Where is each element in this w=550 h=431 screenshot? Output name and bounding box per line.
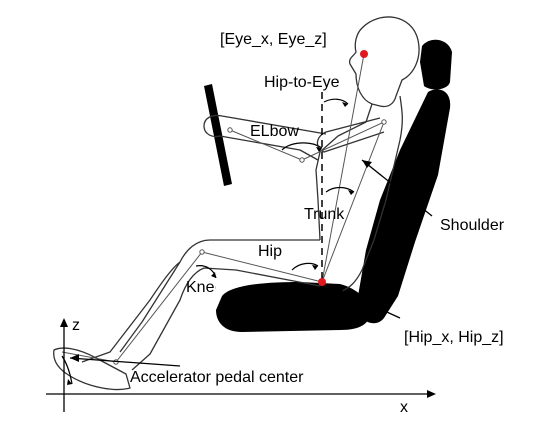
steering-wheel <box>204 84 232 186</box>
eye-point-marker <box>360 50 368 58</box>
axis-arrowheads <box>60 318 436 398</box>
eye-coordinate-label: [Eye_x, Eye_z] <box>220 31 327 48</box>
angle-arcs <box>61 98 355 385</box>
trunk-label: Trunk <box>304 206 345 223</box>
hip-coordinate-label: [Hip_x, Hip_z] <box>404 329 504 346</box>
leader-arrowheads <box>70 160 372 362</box>
joint-markers <box>113 119 387 365</box>
knee-label: Knee <box>186 279 224 296</box>
accelerator-pedal-label: Accelerator pedal center <box>130 369 304 386</box>
shoulder-label: Shoulder <box>440 217 505 234</box>
elbow-label: ELbow <box>250 123 299 140</box>
skeleton-links <box>61 53 385 363</box>
leader-arrows <box>69 159 433 367</box>
hip-to-eye-label: Hip-to-Eye <box>264 74 340 91</box>
seat-cushion <box>216 282 370 332</box>
hip-point-marker <box>318 278 326 286</box>
driver-outline <box>53 16 420 391</box>
arc-arrowheads <box>67 102 354 385</box>
hip-label: Hip <box>258 243 283 260</box>
coordinate-axes <box>46 322 432 412</box>
z-axis-label: z <box>72 317 80 334</box>
headrest <box>420 39 452 90</box>
seat-back <box>358 89 451 324</box>
x-axis-label: x <box>400 399 408 416</box>
